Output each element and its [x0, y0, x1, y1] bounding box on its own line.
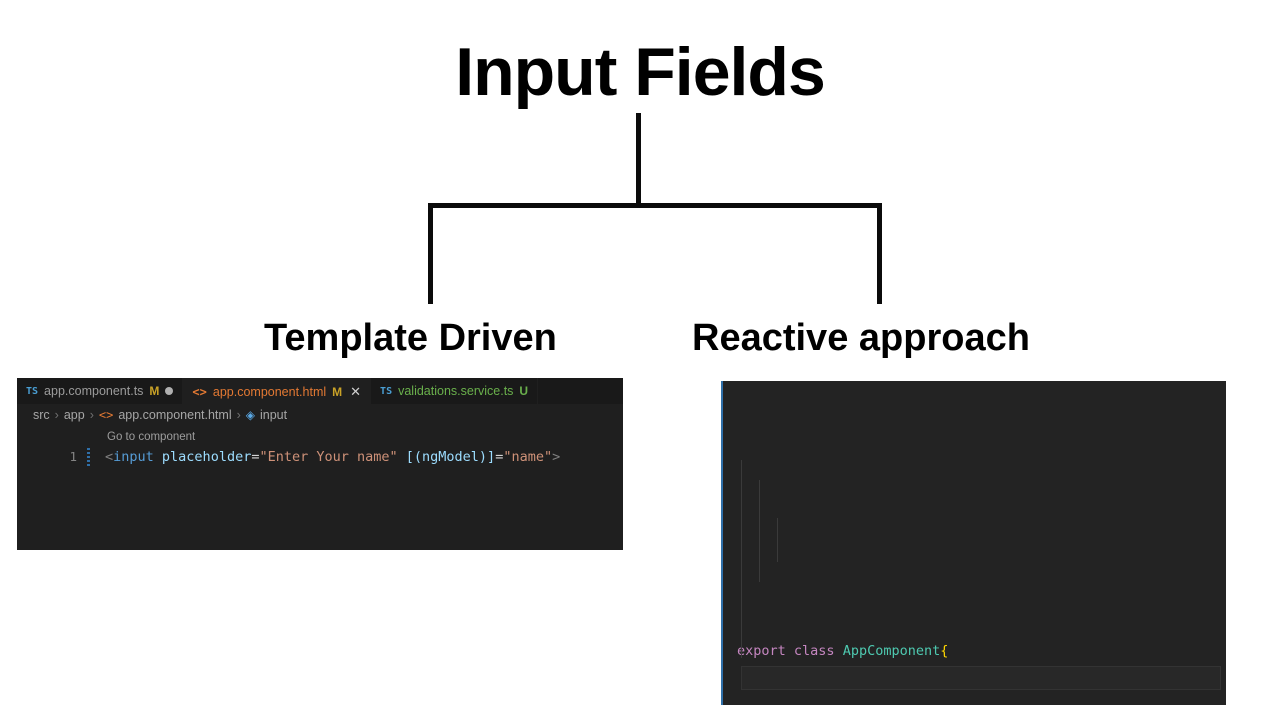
code-editor-reactive: export class AppComponent{ constructor()… [721, 381, 1226, 705]
tab-label: app.component.html [212, 384, 327, 399]
tab-modified-badge: M [149, 384, 160, 398]
connector-stem [636, 113, 641, 207]
html-file-icon: <> [98, 408, 114, 422]
editor-tab-bar: TS app.component.ts M <> app.component.h… [17, 378, 623, 404]
chevron-right-icon: › [54, 408, 59, 422]
tab-label: app.component.ts [44, 384, 144, 398]
code-token-attr-placeholder: placeholder [161, 449, 252, 465]
code-token-binding-value: "name" [503, 449, 553, 465]
code-token-open-angle: < [105, 449, 114, 465]
tab-validations-service-ts[interactable]: TS validations.service.ts U [371, 378, 539, 404]
indent-guide [759, 480, 760, 582]
code-line-class-declaration: export class AppComponent{ [737, 642, 1087, 661]
typescript-file-icon: TS [380, 385, 393, 397]
code-line-blank [737, 565, 1087, 584]
code-token-brace: { [940, 642, 949, 659]
tab-dirty-dot-icon [165, 387, 174, 395]
branch-heading-reactive: Reactive approach [692, 317, 1030, 359]
tab-label: validations.service.ts [398, 384, 514, 398]
breadcrumb-item-src[interactable]: src [33, 408, 50, 422]
chevron-right-icon: › [236, 408, 241, 422]
breadcrumb: src › app › <> app.component.html › ◈ in… [17, 404, 623, 426]
code-area-right[interactable]: export class AppComponent{ constructor()… [737, 391, 1087, 705]
breadcrumb-item-file[interactable]: app.component.html [118, 408, 232, 422]
tab-app-component-html[interactable]: <> app.component.html M ✕ [183, 378, 372, 404]
connector-leg-left [428, 203, 433, 304]
page-title: Input Fields [455, 34, 826, 110]
indent-guide [741, 460, 742, 658]
code-token-close-angle: > [552, 449, 561, 465]
code-token-equals: = [251, 449, 260, 465]
code-token-placeholder-value: "Enter Your name" [259, 449, 398, 465]
code-editor-template-driven: TS app.component.ts M <> app.component.h… [17, 378, 623, 550]
branch-heading-template-driven: Template Driven [264, 317, 557, 359]
html-file-icon: <> [192, 384, 207, 399]
code-token-space [154, 449, 162, 465]
code-token-space [398, 449, 406, 465]
code-token-class: class [793, 642, 835, 659]
code-line-1: <input placeholder="Enter Your name" [(n… [105, 448, 560, 466]
connector-leg-right [877, 203, 882, 304]
breadcrumb-item-symbol[interactable]: input [260, 408, 288, 422]
code-token-equals: = [495, 449, 504, 465]
breadcrumb-item-app[interactable]: app [63, 408, 85, 422]
code-token-tag: input [113, 449, 154, 465]
code-line-blank [737, 507, 1087, 526]
code-line-blank [737, 449, 1087, 468]
code-token-export: export [737, 642, 786, 659]
chevron-right-icon: › [89, 408, 94, 422]
code-token-class-name: AppComponent [842, 642, 941, 659]
fold-indicator-icon [87, 448, 90, 466]
line-number: 1 [69, 449, 77, 464]
hover-tooltip-go-to-component: Go to component [107, 431, 196, 443]
tab-modified-badge: M [332, 384, 343, 399]
close-icon[interactable]: ✕ [350, 384, 362, 399]
code-token-ngmodel-binding: [(ngModel)] [405, 449, 496, 465]
typescript-file-icon: TS [26, 385, 39, 397]
tab-untracked-badge: U [519, 384, 529, 398]
symbol-field-icon: ◈ [245, 408, 255, 422]
indent-guide [777, 518, 778, 562]
current-line-highlight[interactable] [741, 666, 1221, 690]
tab-app-component-ts[interactable]: TS app.component.ts M [17, 378, 184, 404]
connector-horizontal-bar [428, 203, 882, 208]
code-area-left[interactable]: 1 <input placeholder="Enter Your name" [… [17, 448, 623, 538]
